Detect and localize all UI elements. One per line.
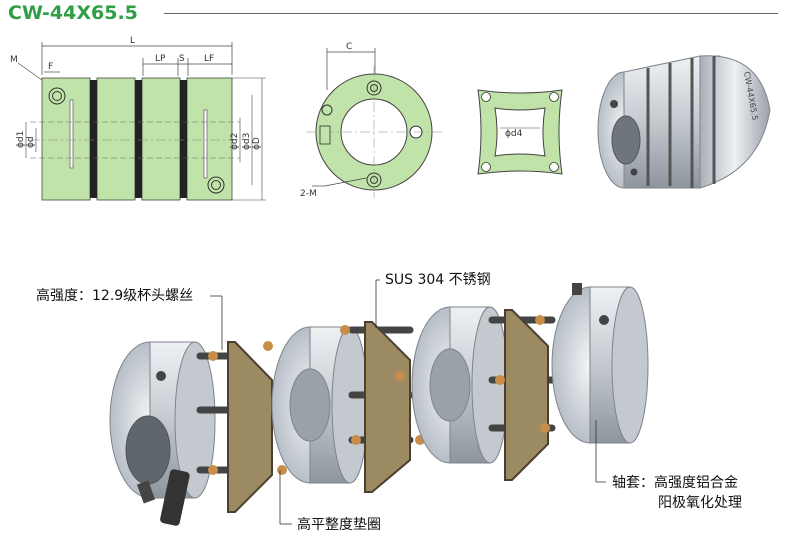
product-photo: CW-44X65.5 (597, 55, 771, 189)
dim-2M: 2-M (300, 189, 317, 199)
dim-S: S (179, 54, 185, 64)
dim-M: M (10, 55, 18, 65)
spring-plate-1 (227, 341, 273, 513)
dim-d4: ϕd4 (505, 129, 523, 139)
spring-disc-2 (135, 80, 142, 198)
spring-disc-3 (180, 80, 187, 198)
end-view: C 2-M (300, 42, 442, 199)
dim-L: L (130, 36, 135, 46)
callout-screw: 高强度：12.9级杯头螺丝 (36, 287, 193, 304)
dim-F: F (48, 62, 53, 72)
dim-LP: LP (155, 54, 166, 64)
clamp-screw (160, 469, 190, 526)
callout-washer: 高平整度垫圈 (297, 516, 381, 533)
right-hub-face (611, 286, 649, 444)
callout-spring: SUS 304 不锈钢 (385, 272, 491, 288)
dim-C: C (346, 42, 352, 52)
spring-disc-1 (90, 80, 97, 198)
dim-LF: LF (204, 54, 214, 64)
dim-D: ϕD (252, 137, 262, 150)
spacer-1 (96, 77, 136, 201)
callout-hub-line2: 阳极氧化处理 (658, 495, 742, 511)
dim-d2: ϕd2 (230, 133, 240, 150)
spring-plate-2 (364, 321, 411, 493)
spring-plate-view: ϕd4 (477, 89, 563, 175)
dim-d1: ϕd1 (16, 131, 26, 148)
spacer-2 (141, 77, 181, 201)
dim-d: ϕd (26, 136, 36, 148)
callout-hub-line1: 轴套：高强度铝合金 (612, 474, 738, 491)
front-view: L LP S LF F M ϕ (10, 36, 266, 201)
title-rule (164, 13, 778, 14)
exploded-view: 高强度：12.9级杯头螺丝 SUS 304 不锈钢 高平整度垫圈 轴套：高强度铝… (36, 272, 742, 533)
dim-d3: ϕd3 (242, 133, 252, 150)
page-title: CW-44X65.5 (8, 2, 138, 24)
spring-plate-3 (504, 309, 549, 481)
